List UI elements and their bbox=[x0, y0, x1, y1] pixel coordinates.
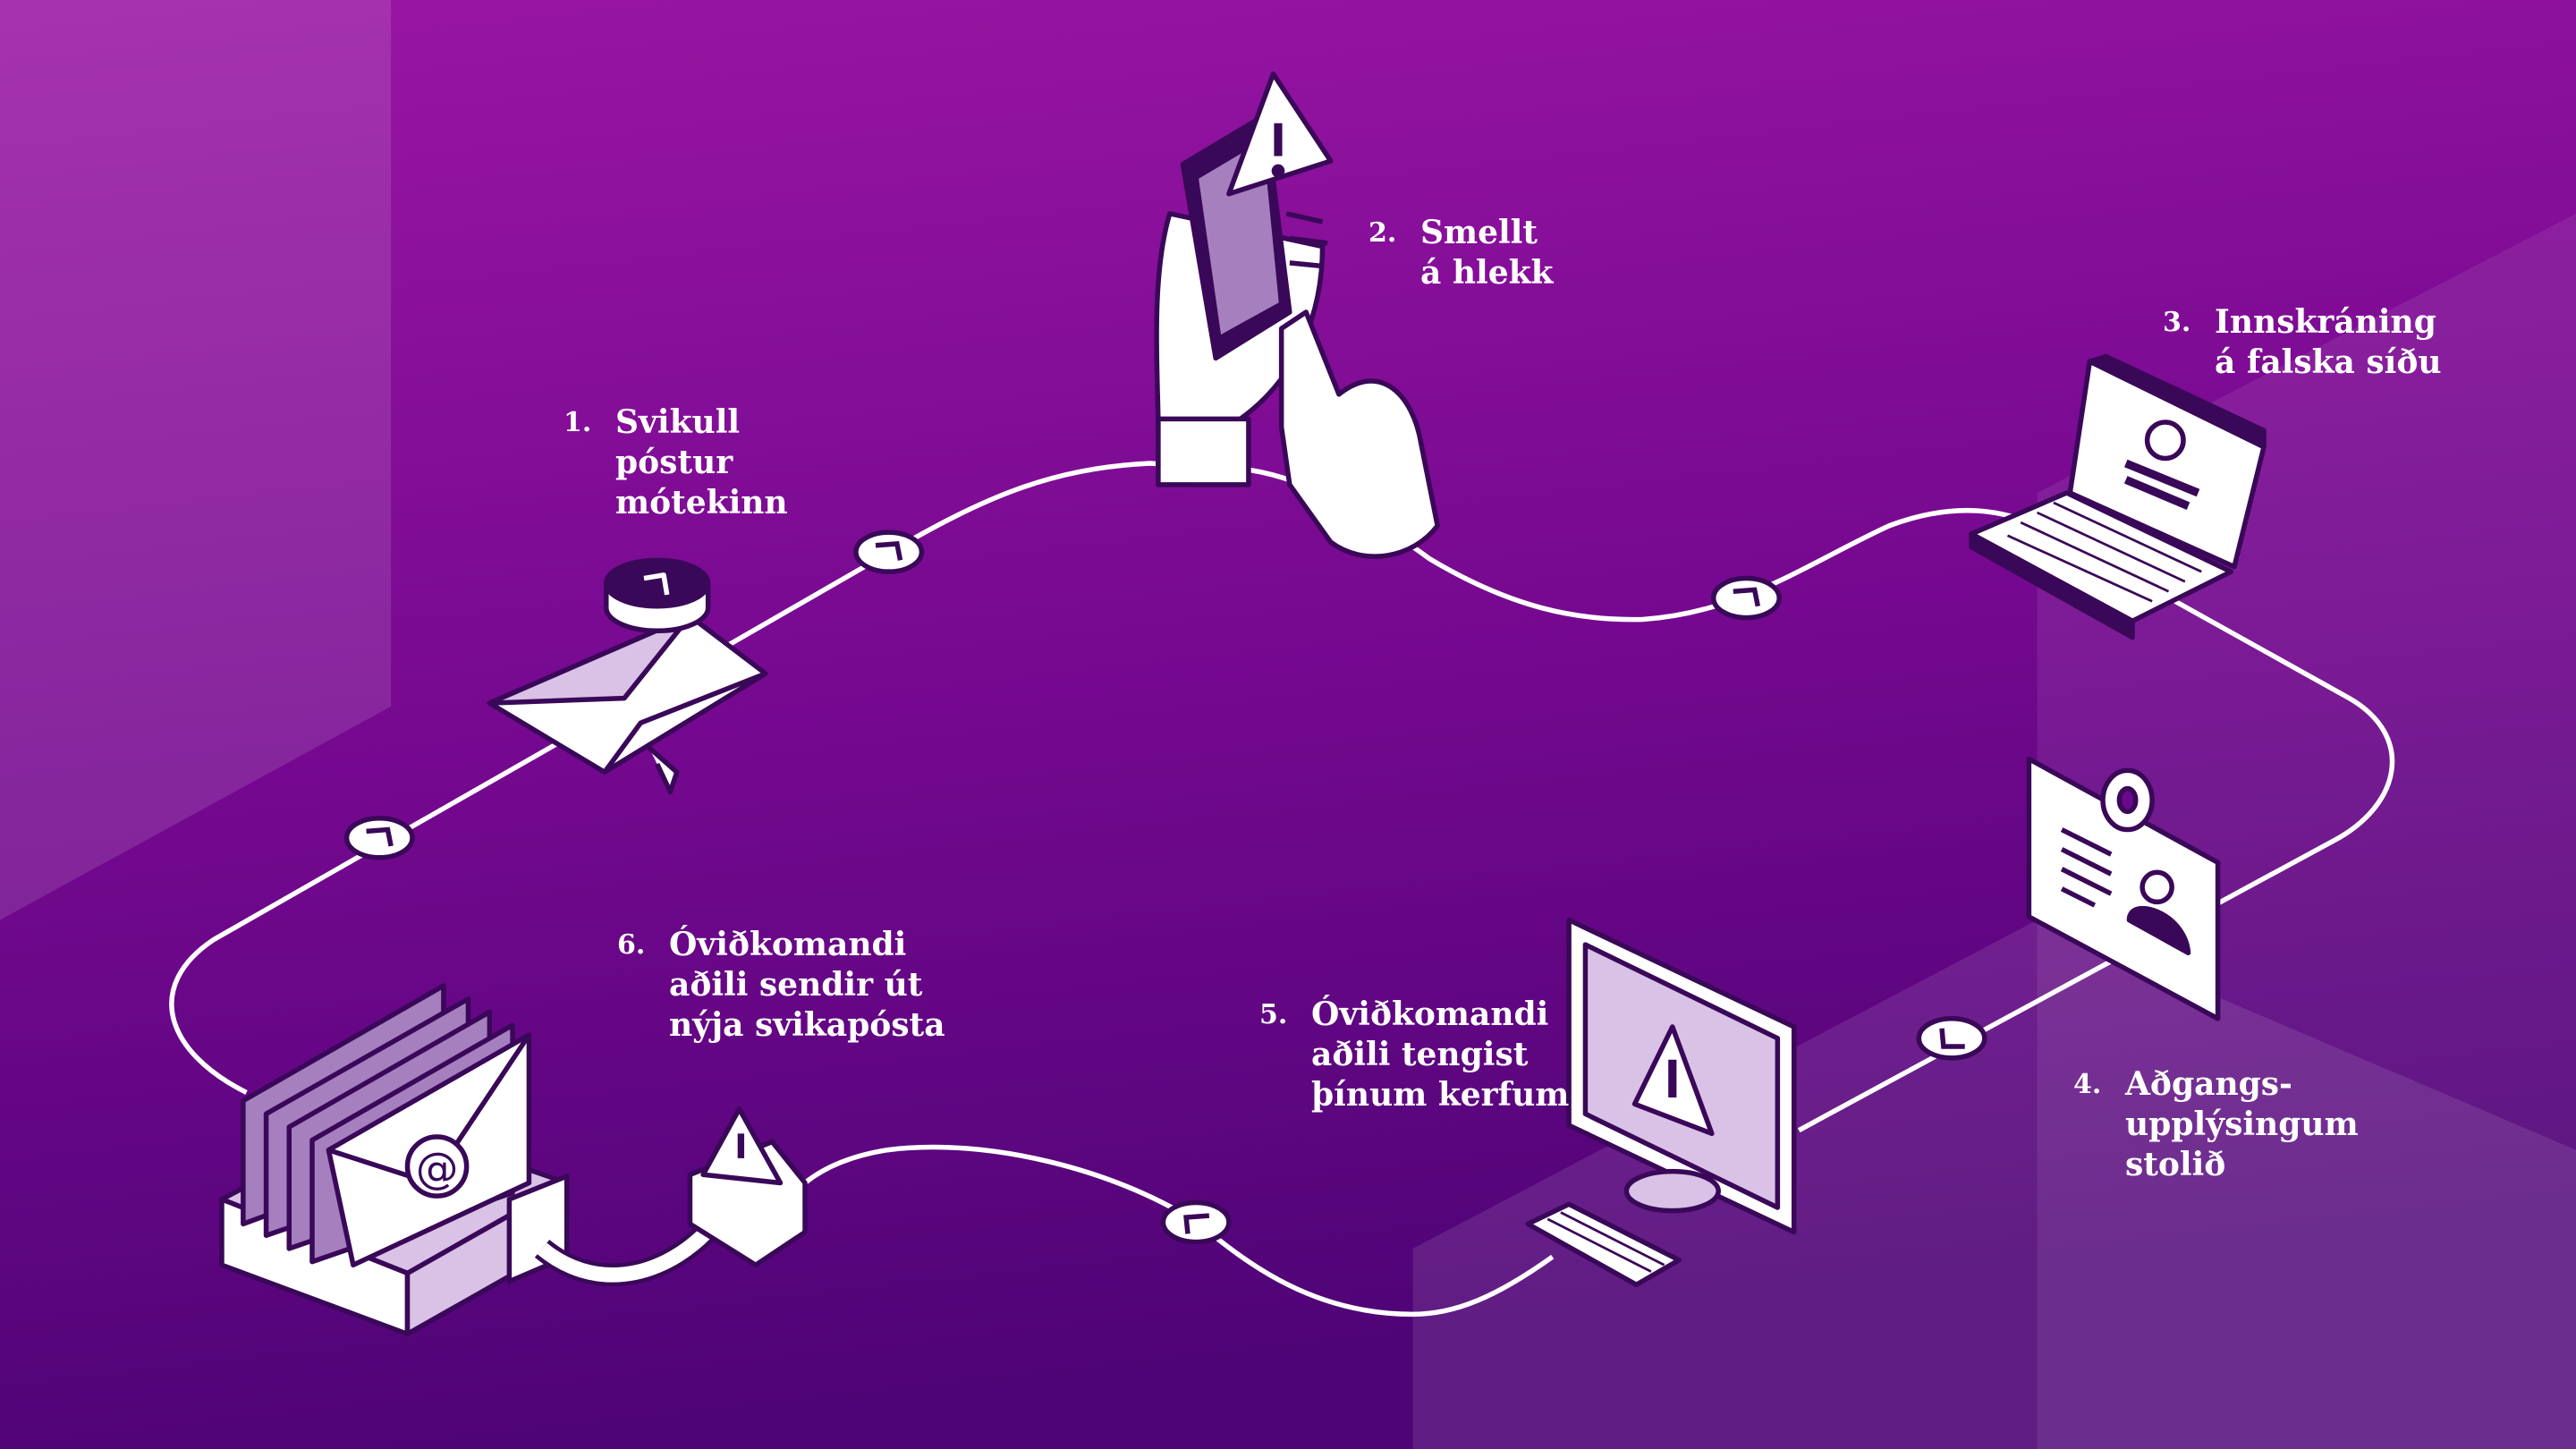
arrow-marker-icon bbox=[1710, 575, 1782, 621]
step-line: á hlekk bbox=[1420, 254, 1554, 292]
step-number: 4. bbox=[2073, 1069, 2102, 1100]
step-line: aðili sendir út bbox=[669, 966, 923, 1004]
step-line: stolið bbox=[2125, 1146, 2226, 1183]
step-line: á falska síðu bbox=[2215, 343, 2442, 381]
step-line: Svikull bbox=[615, 403, 741, 441]
arrow-marker-icon bbox=[853, 530, 925, 574]
step-number: 5. bbox=[1259, 999, 1288, 1030]
step-line: póstur bbox=[615, 444, 733, 481]
mass-mail-icon: @ bbox=[219, 983, 808, 1337]
id-badge-icon bbox=[2026, 756, 2221, 1021]
arrow-marker-icon bbox=[343, 815, 415, 860]
step-number: 2. bbox=[1368, 217, 1397, 249]
step-number: 1. bbox=[564, 407, 592, 438]
laptop-login-icon bbox=[1969, 353, 2267, 640]
background-panel-left bbox=[0, 0, 392, 920]
step-line: nýja svikapósta bbox=[669, 1006, 945, 1044]
step-line: Innskráning bbox=[2215, 303, 2436, 341]
step-line: aðili tengist bbox=[1311, 1036, 1529, 1073]
step-line: Smellt bbox=[1420, 214, 1538, 251]
step-line: Óviðkomandi bbox=[669, 926, 907, 963]
background-panel-bottom bbox=[1412, 919, 2576, 1449]
step-line: mótekinn bbox=[615, 484, 788, 521]
phone-warning-icon bbox=[1154, 71, 1440, 559]
arrow-markers bbox=[343, 530, 1987, 1245]
arrow-marker-icon bbox=[1916, 1016, 1987, 1061]
envelope-icon bbox=[487, 557, 768, 795]
step-line: upplýsingum bbox=[2125, 1106, 2359, 1143]
step-number: 3. bbox=[2163, 307, 2191, 338]
step-line: þínum kerfum bbox=[1311, 1076, 1570, 1114]
step-line: Aðgangs- bbox=[2125, 1065, 2292, 1103]
step-number: 6. bbox=[617, 929, 646, 961]
monitor-warning-icon bbox=[1525, 917, 1797, 1288]
step-line: Óviðkomandi bbox=[1311, 996, 1549, 1033]
svg-text:@: @ bbox=[416, 1144, 459, 1193]
arrow-marker-icon bbox=[1160, 1199, 1232, 1245]
